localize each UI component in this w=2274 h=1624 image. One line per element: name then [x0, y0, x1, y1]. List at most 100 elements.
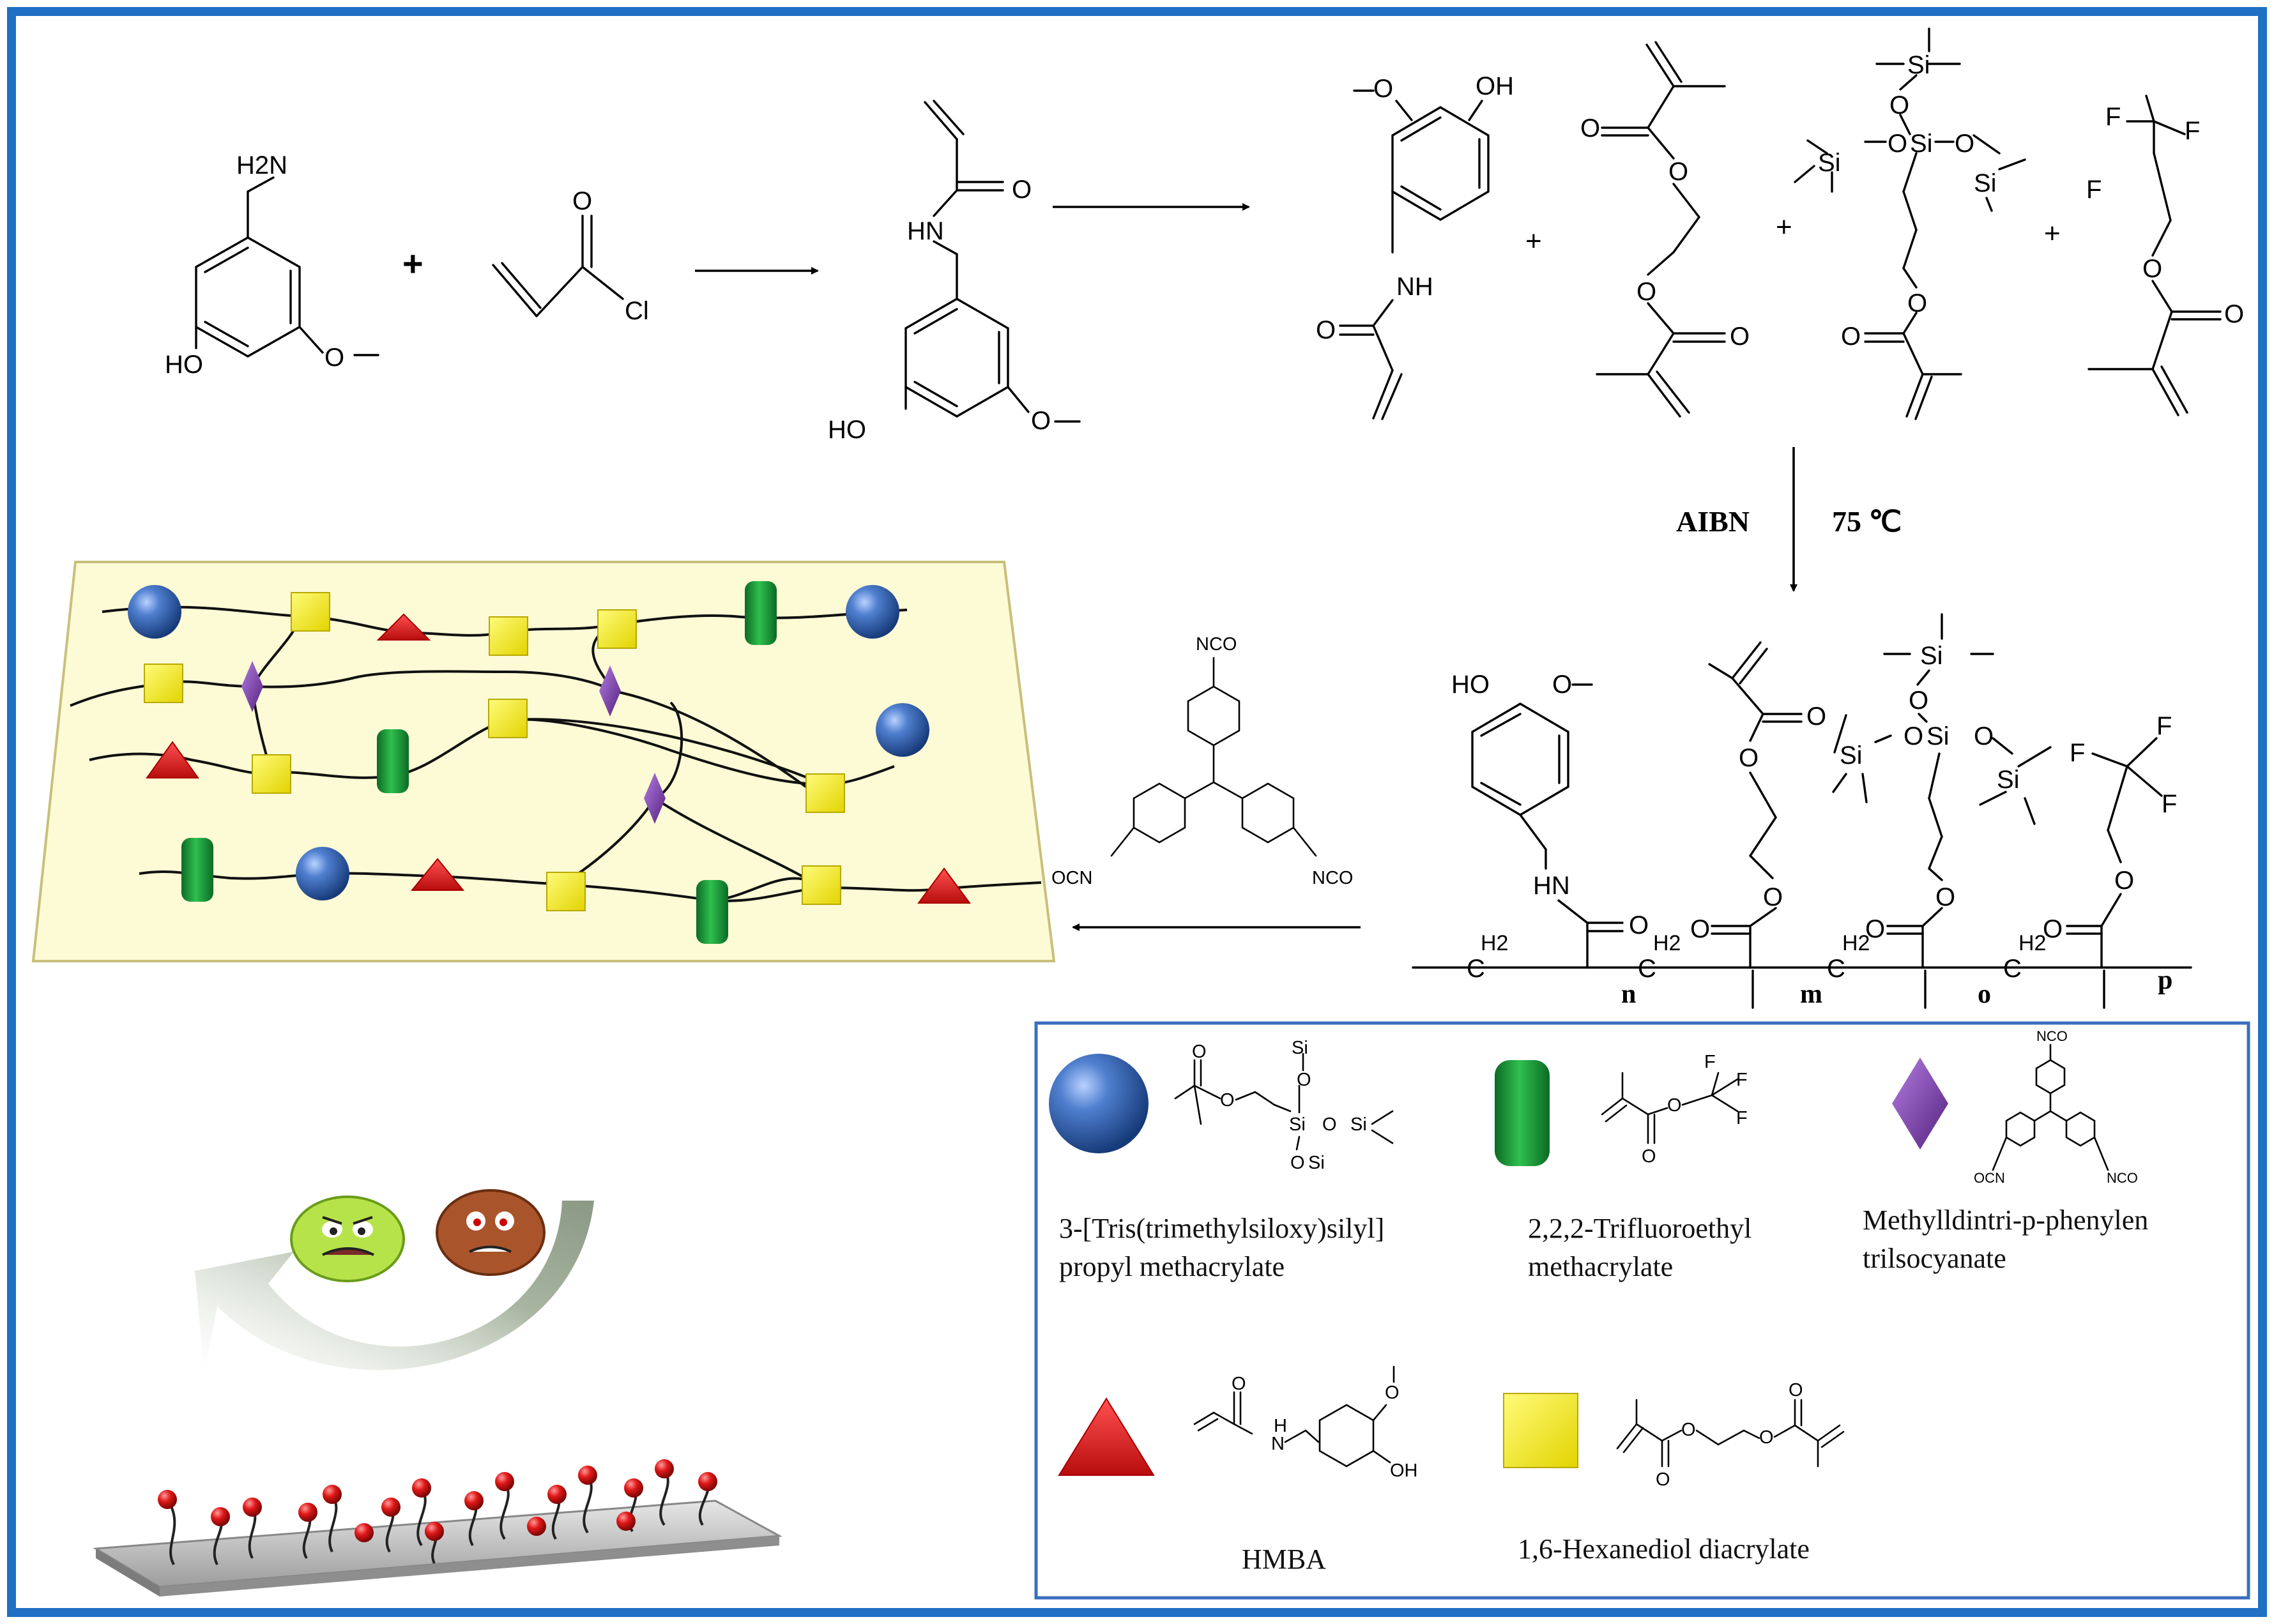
backbone-h2-4: H2	[2018, 931, 2046, 955]
network-diamond	[241, 661, 263, 712]
hmba-product-amide: HN	[907, 217, 944, 245]
legend-tris-si: Si	[1292, 1038, 1308, 1058]
network-sphere	[876, 703, 929, 757]
polymer-o-9: O	[1865, 915, 1885, 943]
acryloyl-chloride-structure: O Cl	[492, 187, 649, 325]
repel-arrow	[195, 1201, 594, 1373]
network-triangle	[376, 613, 431, 641]
legend-tris-o: O	[1290, 1153, 1305, 1173]
legend-crosslinker-ocn: OCN	[1974, 1170, 2005, 1186]
backbone-h2-2: H2	[1653, 931, 1681, 955]
network-square	[546, 872, 586, 911]
crosslinker-nco-right: NCO	[1312, 868, 1353, 888]
acryloyl-chloride-cl: Cl	[625, 297, 649, 325]
subscript-o: o	[1978, 980, 1991, 1009]
tris-o-carbonyl: O	[1841, 323, 1861, 351]
network-sphere	[128, 585, 181, 639]
legend-tris-si: Si	[1308, 1153, 1325, 1173]
plus-sign: +	[1525, 225, 1542, 257]
plus-sign: +	[2044, 218, 2061, 249]
legend-trifluoro-f: F	[1704, 1052, 1716, 1072]
crosslinker-structure: NCO OCN NCO	[1051, 634, 1353, 888]
legend-diacrylate-structure: O O O O	[1616, 1380, 1845, 1490]
initiator-label: AIBN	[1676, 505, 1750, 538]
trifluoro-f1: F	[2105, 103, 2121, 131]
legend-cylinder-icon	[1495, 1060, 1550, 1166]
vanillylamine-hydroxyl: HO	[165, 351, 203, 379]
monomer-diacrylate-structure: O O O O	[1580, 41, 1750, 418]
legend-trifluoro-f: F	[1736, 1070, 1748, 1090]
legend-crosslinker-nco-right: NCO	[2107, 1170, 2138, 1186]
vanillylamine-methoxy: O	[324, 344, 344, 372]
network-square	[802, 865, 841, 905]
legend-crosslinker-nco-top: NCO	[2036, 1028, 2068, 1044]
hmba-product-structure: O HN HO O	[828, 100, 1081, 444]
antifouling-illustration	[93, 1189, 783, 1597]
legend-hmba-h: H	[1274, 1416, 1287, 1436]
legend-tris-o: O	[1220, 1090, 1235, 1111]
network-square	[805, 773, 845, 813]
legend-diacrylate-o: O	[1759, 1427, 1774, 1448]
crosslinked-network-panel	[31, 561, 1056, 962]
network-cylinder	[696, 880, 728, 944]
legend-hmba-structure: O N H O OH	[1193, 1365, 1418, 1481]
legend-label-tris-line1: 3-[Tris(trimethylsiloxy)silyl]	[1059, 1213, 1384, 1244]
legend-box: O O Si O Si O Si O Si 3-[Tris(trimethyls…	[1034, 1021, 2250, 1600]
polymer-hydroxyl: HO	[1451, 671, 1490, 699]
monomer-hmba-amide: NH	[1396, 273, 1433, 301]
polymer-methoxy: O	[1552, 671, 1572, 699]
trifluoro-f2: F	[2185, 117, 2200, 145]
legend-diamond-icon	[1892, 1058, 1948, 1150]
legend-tris-si: Si	[1289, 1114, 1306, 1135]
legend-hmba-o: O	[1385, 1383, 1400, 1403]
polymer-amide: HN	[1533, 872, 1570, 900]
polymer-f-2: F	[2156, 712, 2172, 740]
polymer-o-2: O	[1739, 744, 1759, 772]
network-triangle	[410, 858, 465, 891]
network-diamond	[599, 665, 621, 717]
network-cylinder	[745, 581, 777, 645]
subscript-p: p	[2158, 966, 2172, 995]
tris-o-ester: O	[1907, 289, 1927, 317]
legend-tris-silyl-structure: O O Si O Si O Si O Si	[1174, 1038, 1394, 1173]
subscript-n: n	[1621, 980, 1636, 1009]
plus-sign: +	[1776, 211, 1792, 243]
acryloyl-carbonyl-o: O	[572, 187, 592, 215]
network-square	[597, 609, 637, 649]
polymer-o-1: O	[1806, 702, 1826, 731]
outer-frame	[7, 7, 2267, 1617]
diacrylate-o1: O	[1580, 114, 1600, 142]
legend-trifluoro-f: F	[1736, 1108, 1748, 1128]
monomer-trifluoroethyl-structure: F F F O O	[2086, 95, 2244, 416]
legend-trifluoro-o: O	[1642, 1146, 1656, 1167]
network-triangle	[917, 867, 971, 904]
network-sheet	[31, 561, 1056, 962]
polymer-f-1: F	[2070, 739, 2085, 767]
polymer-o-8: O	[1935, 883, 1955, 911]
legend-label-diacrylate: 1,6-Hexanediol diacrylate	[1518, 1533, 1810, 1565]
legend-diacrylate-o: O	[1656, 1469, 1670, 1490]
legend-border	[1034, 1021, 2250, 1600]
trifluoro-o-carbonyl: O	[2224, 300, 2244, 328]
legend-label-hmba: HMBA	[1242, 1544, 1326, 1575]
legend-tris-o: O	[1322, 1114, 1337, 1135]
legend-label-crosslinker-line2: trilsocyanate	[1863, 1243, 2006, 1274]
monomer-hmba-methoxy: O	[1373, 75, 1393, 103]
network-square	[488, 699, 528, 738]
tris-si-right: Si	[1974, 169, 1997, 197]
tris-si-center: Si	[1910, 130, 1933, 158]
legend-triangle-icon	[1058, 1397, 1155, 1476]
tris-o-right: O	[1955, 130, 1974, 158]
network-square	[489, 616, 528, 656]
brown-bacteria-icon	[436, 1189, 546, 1276]
vanillylamine-amine: H2N	[236, 151, 287, 179]
legend-label-tris-line2: propyl methacrylate	[1059, 1251, 1285, 1282]
polymer-o-11: O	[2043, 915, 2063, 943]
polymer-si-top: Si	[1920, 642, 1943, 670]
hmba-product-methoxy: O	[1031, 407, 1051, 435]
legend-hmba-o: O	[1232, 1374, 1246, 1394]
diacrylate-o2: O	[1668, 158, 1688, 186]
network-cylinder	[377, 729, 409, 793]
